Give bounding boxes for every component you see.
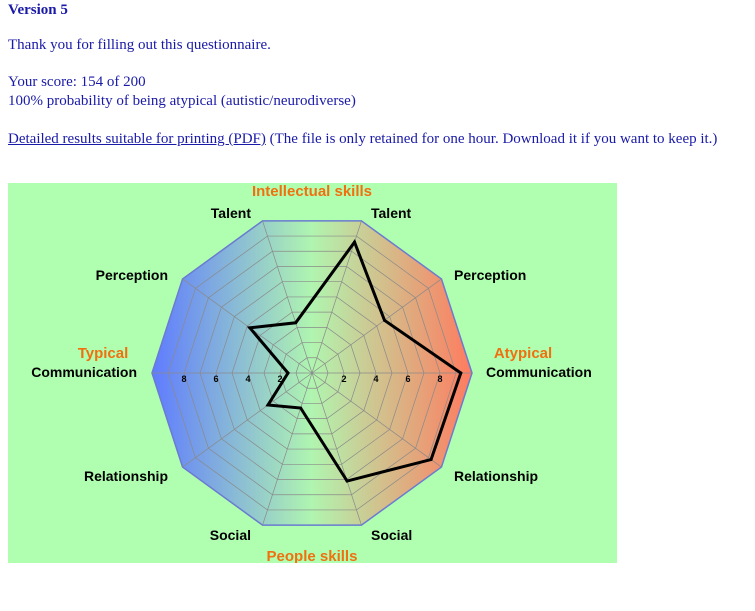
tick-label: 8	[437, 374, 442, 384]
data-point	[299, 406, 303, 410]
tick-label: 6	[213, 374, 218, 384]
axis-line	[182, 372, 313, 468]
axis-label-typical-communication: Communication	[31, 364, 137, 380]
version-heading: Version 5	[8, 2, 68, 18]
group-label-typical: Typical	[78, 345, 129, 362]
axis-label-typical-social: Social	[210, 527, 251, 543]
axis-line	[182, 278, 313, 374]
pdf-note: (The file is only retained for one hour.…	[265, 131, 718, 147]
tick-label: 6	[405, 374, 410, 384]
pdf-link[interactable]: Detailed results suitable for printing (…	[8, 131, 266, 147]
group-label-intellectual: Intellectual skills	[252, 183, 372, 200]
pdf-line: Detailed results suitable for printing (…	[8, 131, 717, 148]
axis-label-atypical-relationship: Relationship	[454, 468, 538, 484]
group-label-atypical: Atypical	[494, 345, 552, 362]
data-point	[382, 318, 386, 322]
axis-line	[311, 372, 442, 468]
axis-line	[311, 372, 362, 526]
data-point	[294, 321, 298, 325]
data-point	[345, 479, 349, 483]
data-point	[248, 326, 252, 330]
probability-text: 100% probability of being atypical (auti…	[8, 93, 356, 109]
data-point	[459, 371, 463, 375]
axis-label-typical-relationship: Relationship	[84, 468, 168, 484]
group-label-people: People skills	[267, 548, 358, 563]
tick-label: 4	[373, 374, 378, 384]
score-text: Your score: 154 of 200	[8, 74, 146, 90]
tick-label: 4	[245, 374, 250, 384]
axis-label-atypical-social: Social	[371, 527, 412, 543]
data-point	[353, 240, 357, 244]
data-point	[266, 403, 270, 407]
axis-label-typical-perception: Perception	[96, 267, 168, 283]
tick-label: 8	[181, 374, 186, 384]
data-point	[286, 371, 290, 375]
tick-label: 2	[277, 374, 282, 384]
axis-label-atypical-perception: Perception	[454, 267, 526, 283]
axis-label-typical-talent: Talent	[211, 205, 252, 221]
axis-line	[262, 220, 313, 374]
radar-chart: 2 2 4 4 6 6 8 8 Communication Perception Talent Tal…	[8, 183, 617, 563]
tick-label: 2	[341, 374, 346, 384]
thanks-text: Thank you for filling out this questionn…	[8, 37, 271, 53]
axis-label-atypical-talent: Talent	[371, 205, 412, 221]
axis-line	[262, 372, 313, 526]
axis-line	[311, 278, 442, 374]
data-point	[429, 458, 433, 462]
axis-label-atypical-communication: Communication	[486, 364, 592, 380]
